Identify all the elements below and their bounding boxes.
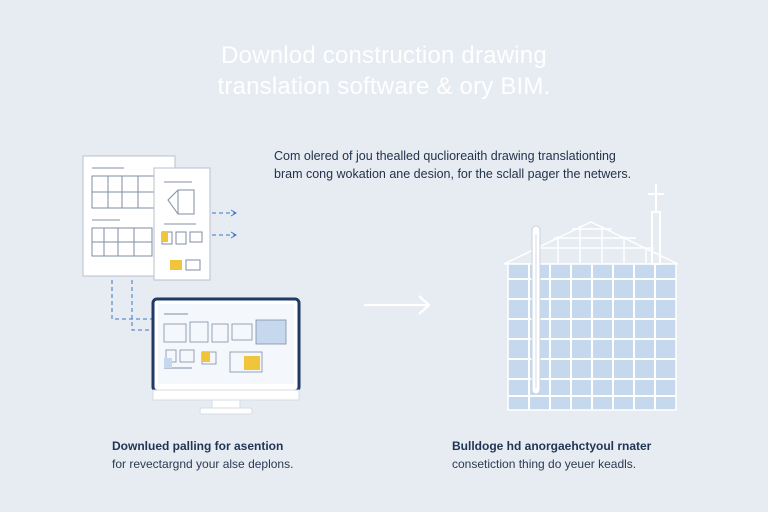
headline-line-1: Downlod construction drawing	[221, 42, 547, 69]
caption-download-line-2: for revectargnd your alse deplons.	[112, 457, 294, 471]
caption-building-line-1: Bulldoge hd anorgaehctyoul rnater	[452, 439, 652, 453]
intro-line-1: Com olered of jou thealled quclioreaith …	[274, 149, 616, 163]
headline: Downlod construction drawing translation…	[0, 40, 768, 102]
caption-download: Downlued palling for asention for revect…	[112, 437, 342, 473]
caption-building-line-2: consetiction thing do yeuer keadls.	[452, 457, 637, 471]
caption-download-line-1: Downlued palling for asention	[112, 439, 284, 453]
right-arrow-icon	[364, 295, 431, 315]
headline-line-2: translation software & ory BIM.	[217, 73, 551, 100]
building-bim-icon	[503, 184, 679, 411]
caption-building: Bulldoge hd anorgaehctyoul rnater conset…	[452, 437, 692, 473]
intro-line-2: bram cong wokation ane desion, for the s…	[274, 167, 632, 181]
blueprint-sheets-icon	[82, 155, 237, 331]
intro-paragraph: Com olered of jou thealled quclioreaith …	[274, 147, 704, 183]
computer-monitor-icon	[151, 297, 301, 415]
